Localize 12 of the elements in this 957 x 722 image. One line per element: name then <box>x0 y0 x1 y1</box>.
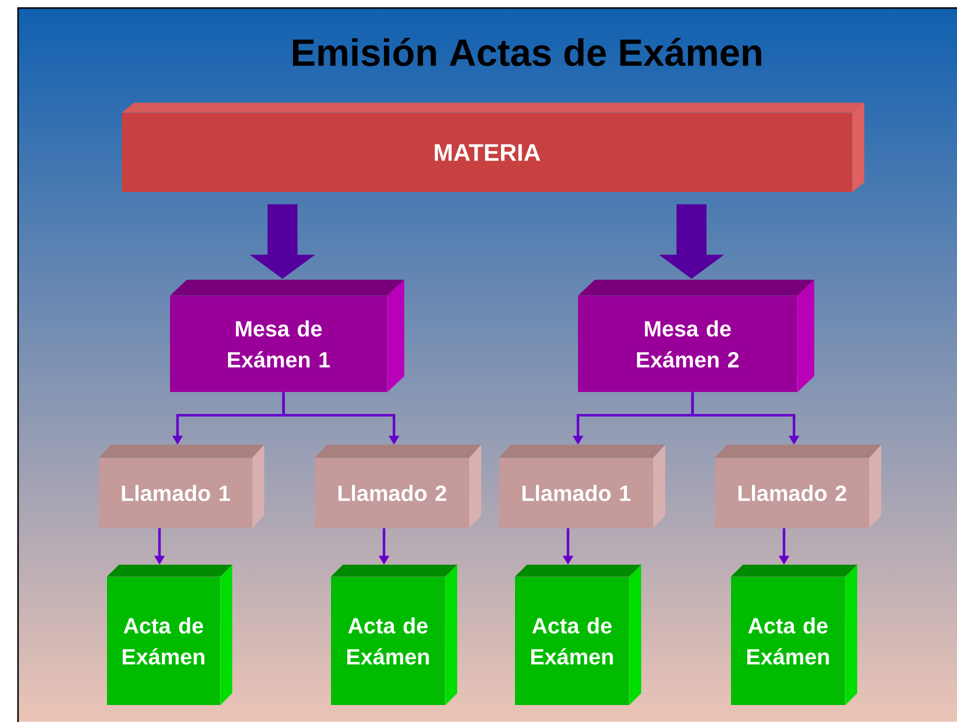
subject-box: MATERIA <box>122 102 864 192</box>
exam-board-box: Mesa de Exámen 2 <box>578 280 814 392</box>
exam-record-box: Acta de Exámen <box>330 564 458 706</box>
exam-record-box: Acta de Exámen <box>514 564 642 706</box>
title: Emisión Actas de Exámen <box>293 38 762 66</box>
call-box: Llamado 1 <box>498 444 666 528</box>
exam-record-box: Acta de Exámen <box>730 564 858 706</box>
exam-board-box: Mesa de Exámen 1 <box>170 280 404 392</box>
call-box: Llamado 2 <box>714 444 882 528</box>
exam-record-box: Acta de Exámen <box>106 564 232 706</box>
call-box: Llamado 1 <box>98 444 264 528</box>
call-box: Llamado 2 <box>314 444 482 528</box>
